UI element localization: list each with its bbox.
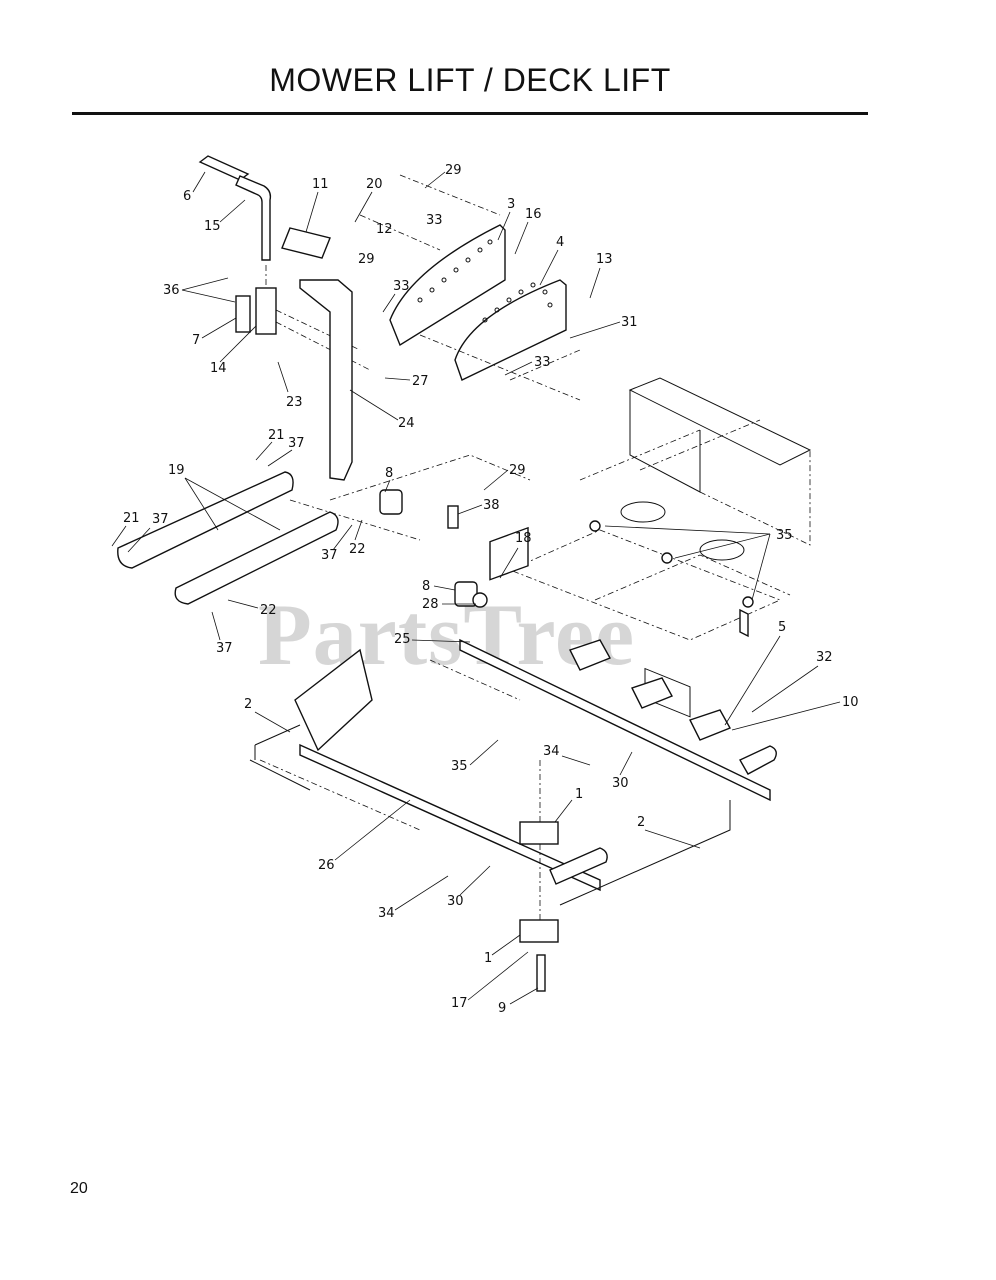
callout-label: 35 — [451, 759, 468, 774]
chassis-frame — [508, 377, 812, 718]
callout-label: 11 — [312, 177, 329, 192]
callout-label: 37 — [152, 512, 169, 527]
callout-label: 7 — [192, 333, 200, 348]
lift-lever — [281, 227, 353, 481]
callout-label: 2 — [637, 815, 645, 830]
callout-label: 30 — [612, 776, 629, 791]
page-number: 20 — [70, 1180, 88, 1197]
callout-label: 30 — [447, 894, 464, 909]
callout-label: 15 — [204, 219, 221, 234]
callout-label: 29 — [358, 252, 375, 267]
quadrant-plates — [359, 174, 581, 401]
lower-lift-shaft — [249, 648, 731, 906]
page-title: MOWER LIFT / DECK LIFT — [269, 62, 671, 98]
callout-label: 13 — [596, 252, 613, 267]
callout-label: 18 — [515, 531, 532, 546]
clamp-blocks — [489, 526, 559, 992]
callout-label: 23 — [286, 395, 303, 410]
callout-label: 25 — [394, 632, 411, 647]
callout-label: 28 — [422, 597, 439, 612]
callout-label: 16 — [525, 207, 542, 222]
callout-label: 20 — [366, 177, 383, 192]
callout-label: 4 — [556, 235, 564, 250]
callout-label: 22 — [260, 603, 277, 618]
callout-label: 1 — [575, 787, 583, 802]
callout-label: 34 — [378, 906, 395, 921]
callout-label: 9 — [498, 1001, 506, 1016]
lift-links — [117, 454, 531, 605]
callout-label: 34 — [543, 744, 560, 759]
callout-label: 27 — [412, 374, 429, 389]
callout-label: 32 — [816, 650, 833, 665]
callout-label: 31 — [621, 315, 638, 330]
callout-label: 21 — [268, 428, 285, 443]
callout-label: 10 — [842, 695, 859, 710]
callout-label: 12 — [376, 222, 393, 237]
callout-label: 36 — [163, 283, 180, 298]
callout-label: 35 — [776, 528, 793, 543]
callout-label: 33 — [426, 213, 443, 228]
callout-label: 8 — [385, 466, 393, 481]
callout-label: 37 — [288, 436, 305, 451]
callout-label: 38 — [483, 498, 500, 513]
callout-label: 33 — [534, 355, 551, 370]
callout-label: 2 — [244, 697, 252, 712]
callout-label: 17 — [451, 996, 468, 1011]
callout-label: 3 — [507, 197, 515, 212]
small-hardware — [379, 489, 754, 638]
callout-label: 37 — [216, 641, 233, 656]
callout-label: 14 — [210, 361, 227, 376]
cross-shaft — [459, 638, 777, 802]
callout-label: 37 — [321, 548, 338, 563]
handle-assembly — [198, 155, 371, 371]
callout-label: 33 — [393, 279, 410, 294]
callout-label: 21 — [123, 511, 140, 526]
callout-label: 8 — [422, 579, 430, 594]
callout-label: 22 — [349, 542, 366, 557]
callout-label: 1 — [484, 951, 492, 966]
watermark-logo: PartsTree — [258, 587, 636, 684]
title-rule — [72, 112, 868, 115]
callout-label: 6 — [183, 189, 191, 204]
callout-labels: 6 15 11 20 29 12 33 3 16 4 13 36 29 33 7… — [111, 163, 859, 1016]
callout-label: 5 — [778, 620, 786, 635]
callout-label: 29 — [509, 463, 526, 478]
callout-label: 26 — [318, 858, 335, 873]
callout-label: 19 — [168, 463, 185, 478]
callout-label: 24 — [398, 416, 415, 431]
callout-label: 29 — [445, 163, 462, 178]
